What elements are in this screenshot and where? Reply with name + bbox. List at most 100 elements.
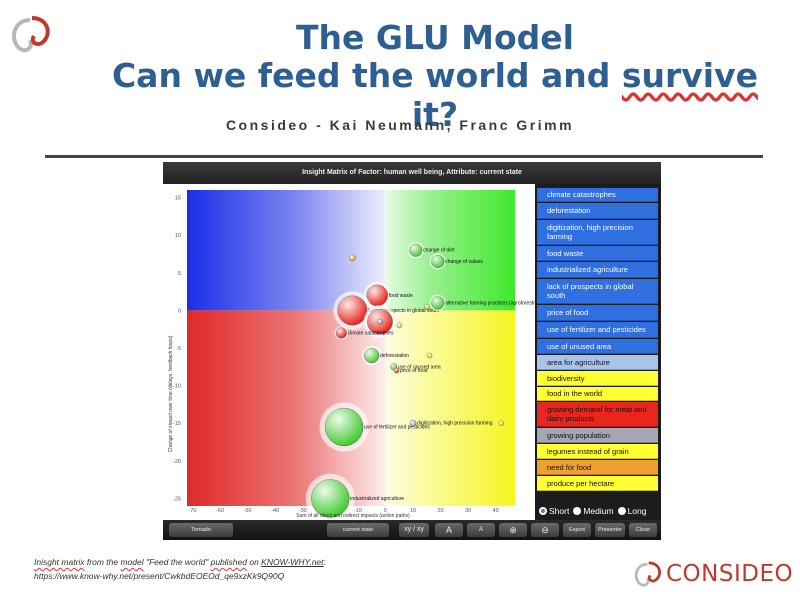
legend-item[interactable]: industrialized agriculture <box>537 262 658 278</box>
x-tick-label: -70 <box>189 508 197 514</box>
bubble-shine <box>377 319 383 325</box>
legend-item[interactable]: use of fertilizer and pesticides <box>537 322 658 338</box>
x-tick-label: -50 <box>244 508 252 514</box>
legend-item[interactable]: legumes instead of grain <box>537 444 658 459</box>
legend-item[interactable]: growing population <box>537 428 658 443</box>
export-button[interactable]: Export <box>563 523 591 537</box>
close-button[interactable]: Close <box>629 523 657 537</box>
consideo-brand: CONSIDEO <box>632 558 793 590</box>
point-label: use of unused area <box>398 364 441 370</box>
legend-item[interactable]: lack of prospects in global south <box>537 279 658 304</box>
bubble-shine <box>349 254 356 261</box>
y-tick-label: 5 <box>178 271 181 277</box>
insight-matrix-plot[interactable]: -70 -60 -50 -40 -30 -20 -10 0 10 20 30 40 15 10 5 0 -5 -1… <box>163 184 535 520</box>
y-axis-label: Change of impact over time (delays, feed… <box>168 335 174 452</box>
x-tick-label: 40 <box>493 508 499 514</box>
legend-item[interactable]: climate catastrophes <box>537 188 658 202</box>
x-tick-label: -40 <box>271 508 279 514</box>
slide-title: The GLU Model <box>296 18 574 57</box>
zoom-out-icon: ⊖ <box>541 525 549 535</box>
state-selector-button[interactable]: current state <box>327 523 389 537</box>
point-label: alternative farming practices (agrofores… <box>445 300 535 306</box>
mode-short-radio[interactable]: Short <box>539 506 569 516</box>
point-label: climate catastrophes <box>348 330 394 336</box>
slide-subtitle: Consideo - Kai Neumann, Franc Grimm <box>225 117 575 133</box>
presenter-button[interactable]: Presenter <box>595 523 625 537</box>
axes-toggle-button[interactable]: xy / xy <box>399 523 429 537</box>
model-url[interactable]: https://www.know-why.net/present/CwkbdEO… <box>34 571 285 581</box>
spellcheck-word: survive <box>621 56 759 95</box>
y-tick-label: -10 <box>173 384 181 390</box>
quadrant-yellow <box>385 310 515 506</box>
brand-name: CONSIDEO <box>666 561 794 587</box>
font-decrease-button[interactable]: A <box>467 523 495 537</box>
zoom-in-icon: ⊕ <box>509 525 517 535</box>
x-tick-label: 10 <box>410 508 416 514</box>
legend-item[interactable]: digitization, high precision farming <box>537 220 658 245</box>
zoom-out-button[interactable]: ⊖ <box>531 523 559 537</box>
quadrant-green <box>385 190 515 311</box>
slide-title-line2: Can we feed the world and survive it? <box>111 56 759 134</box>
source-note: Inisght matrix from the model "Feed the … <box>34 557 326 581</box>
y-tick-label: -20 <box>173 459 181 465</box>
bubble-shine <box>364 348 380 363</box>
x-tick-label: 0 <box>384 508 387 514</box>
divider <box>45 155 763 158</box>
tornado-button[interactable]: Tornado <box>169 523 233 537</box>
bubble-shine <box>409 243 423 257</box>
bubble-shine <box>431 296 445 310</box>
window-title: Insight Matrix of Factor: human well bei… <box>163 162 661 184</box>
y-tick-label: -25 <box>173 496 181 502</box>
point-label: change of values <box>445 259 483 265</box>
point-label: deforestation <box>380 353 409 359</box>
know-why-link[interactable]: KNOW-WHY.net <box>261 557 324 567</box>
time-mode-selector: Short Medium Long <box>535 502 661 520</box>
point-label: change of diet <box>423 248 455 254</box>
bubble-shine <box>424 304 430 310</box>
insight-matrix-window: Insight Matrix of Factor: human well bei… <box>163 162 661 540</box>
point-label: lack of prospects in global south <box>368 308 439 314</box>
legend-item[interactable]: produce per hectare <box>537 476 658 491</box>
x-axis-label: Sum of all direct and indirect impacts (… <box>296 513 410 519</box>
y-tick-label: 10 <box>175 233 181 239</box>
bubble-shine <box>311 479 350 518</box>
bubble-shine <box>427 353 433 359</box>
legend-item[interactable]: biodiversity <box>537 371 658 386</box>
bottom-toolbar: Tornado current state xy / xy A A ⊕ ⊖ Ex… <box>163 520 661 540</box>
legend-item[interactable]: area for agriculture <box>537 355 658 370</box>
bubble-shine <box>393 368 399 374</box>
y-tick-label: 15 <box>175 196 181 202</box>
point-label: food waste <box>389 293 413 299</box>
legend-item[interactable]: use of unused area <box>537 339 658 354</box>
x-tick-label: 20 <box>438 508 444 514</box>
point-label: industrialized agriculture <box>350 496 404 502</box>
bubble-shine <box>337 295 368 326</box>
bubble-shine <box>325 408 364 446</box>
zoom-in-button[interactable]: ⊕ <box>499 523 527 537</box>
legend-item[interactable]: food waste <box>537 246 658 261</box>
legend-item[interactable]: deforestation <box>537 203 658 219</box>
legend-item[interactable]: price of food <box>537 305 658 321</box>
y-tick-label: -15 <box>173 421 181 427</box>
insight-matrix-chart: -70 -60 -50 -40 -30 -20 -10 0 10 20 30 40 15 10 5 0 -5 -1… <box>168 190 535 520</box>
mode-medium-radio[interactable]: Medium <box>573 506 614 516</box>
x-tick-label: -10 <box>354 508 362 514</box>
bubble-shine <box>336 327 347 339</box>
legend-item[interactable]: need for food <box>537 460 658 475</box>
bubble-shine <box>396 322 402 328</box>
y-tick-label: 0 <box>178 308 181 314</box>
legend-item[interactable]: growing demand for meat and dairy produc… <box>537 402 658 427</box>
x-tick-label: 30 <box>465 508 471 514</box>
font-increase-button[interactable]: A <box>435 523 463 537</box>
x-tick-label: -60 <box>216 508 224 514</box>
consideo-logo-icon <box>12 16 50 52</box>
y-tick-label: -5 <box>176 346 181 352</box>
bubble-shine <box>366 284 388 306</box>
bubble-shine <box>409 420 417 427</box>
legend-item[interactable]: food in the world <box>537 387 658 401</box>
mode-long-radio[interactable]: Long <box>617 506 646 516</box>
quadrant-blue <box>187 190 386 311</box>
point-label: digitization, high precision farming <box>417 421 493 427</box>
x-tick-label: -30 <box>299 508 307 514</box>
